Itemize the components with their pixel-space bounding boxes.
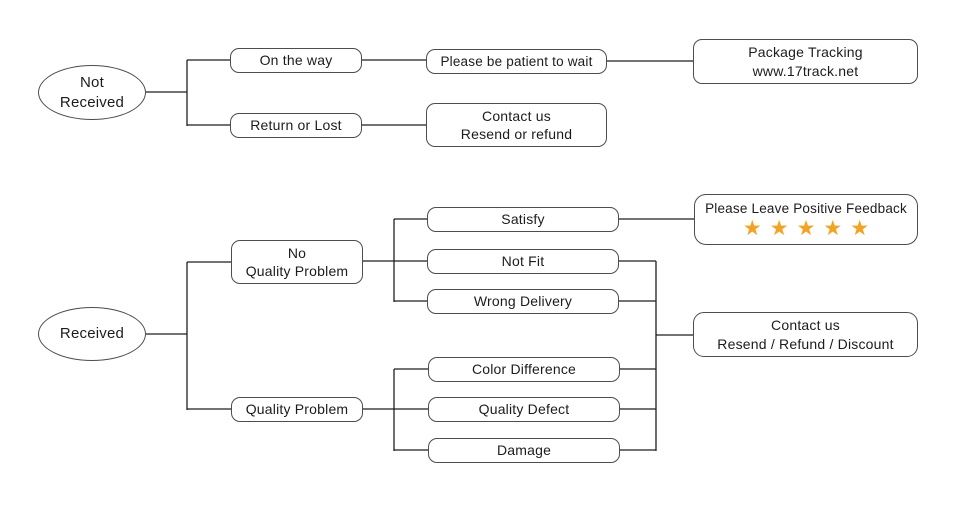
node-on-the-way: On the way [230,48,362,73]
node-no-quality-problem: No Quality Problem [231,240,363,284]
positive-feedback-label: Please Leave Positive Feedback [705,201,907,217]
star-rating-icon: ★★★★★ [742,216,878,240]
node-positive-feedback: Please Leave Positive Feedback ★★★★★ [694,194,918,245]
node-return-or-lost: Return or Lost [230,113,362,138]
node-not-received: Not Received [38,65,146,120]
node-package-tracking: Package Tracking www.17track.net [693,39,918,84]
node-wrong-delivery: Wrong Delivery [427,289,619,314]
node-please-be-patient: Please be patient to wait [426,49,607,74]
node-quality-problem: Quality Problem [231,397,363,422]
node-received: Received [38,307,146,361]
node-contact-resend-refund-discount: Contact us Resend / Refund / Discount [693,312,918,357]
node-quality-defect: Quality Defect [428,397,620,422]
node-contact-resend-refund: Contact us Resend or refund [426,103,607,147]
node-satisfy: Satisfy [427,207,619,232]
node-damage: Damage [428,438,620,463]
node-color-difference: Color Difference [428,357,620,382]
node-not-fit: Not Fit [427,249,619,274]
